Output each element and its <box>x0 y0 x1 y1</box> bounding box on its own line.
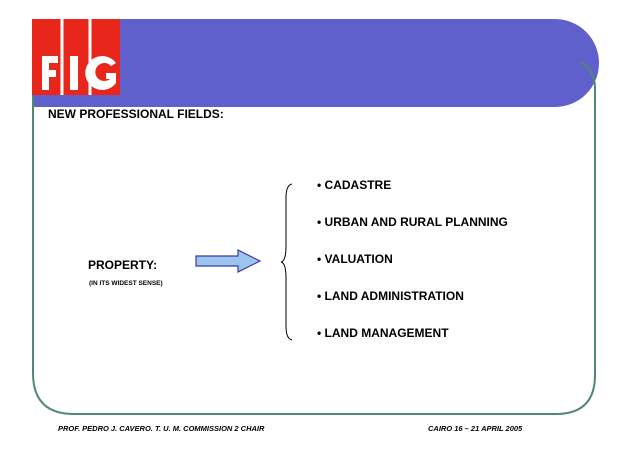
slide-border <box>32 19 596 415</box>
fig-logo <box>32 19 120 95</box>
property-label: PROPERTY: <box>88 258 158 272</box>
bullet-list: • CADASTRE • URBAN AND RURAL PLANNING • … <box>317 178 508 363</box>
list-item: • LAND MANAGEMENT <box>317 326 449 340</box>
list-item: • LAND ADMINISTRATION <box>317 289 464 303</box>
list-item: • URBAN AND RURAL PLANNING <box>317 215 508 229</box>
header-band <box>33 19 599 107</box>
arrow-shape <box>195 249 262 273</box>
list-item: • CADASTRE <box>317 178 392 192</box>
footer-date: CAIRO 16 – 21 APRIL 2005 <box>428 424 523 433</box>
curly-brace <box>280 183 293 341</box>
slide-title: NEW PROFESSIONAL FIELDS: <box>48 107 224 121</box>
list-item: • VALUATION <box>317 252 393 266</box>
property-sublabel: (IN ITS WIDEST SENSE) <box>89 280 163 287</box>
footer-author: PROF. PEDRO J. CAVERO. T. U. M. COMMISSI… <box>58 424 265 433</box>
